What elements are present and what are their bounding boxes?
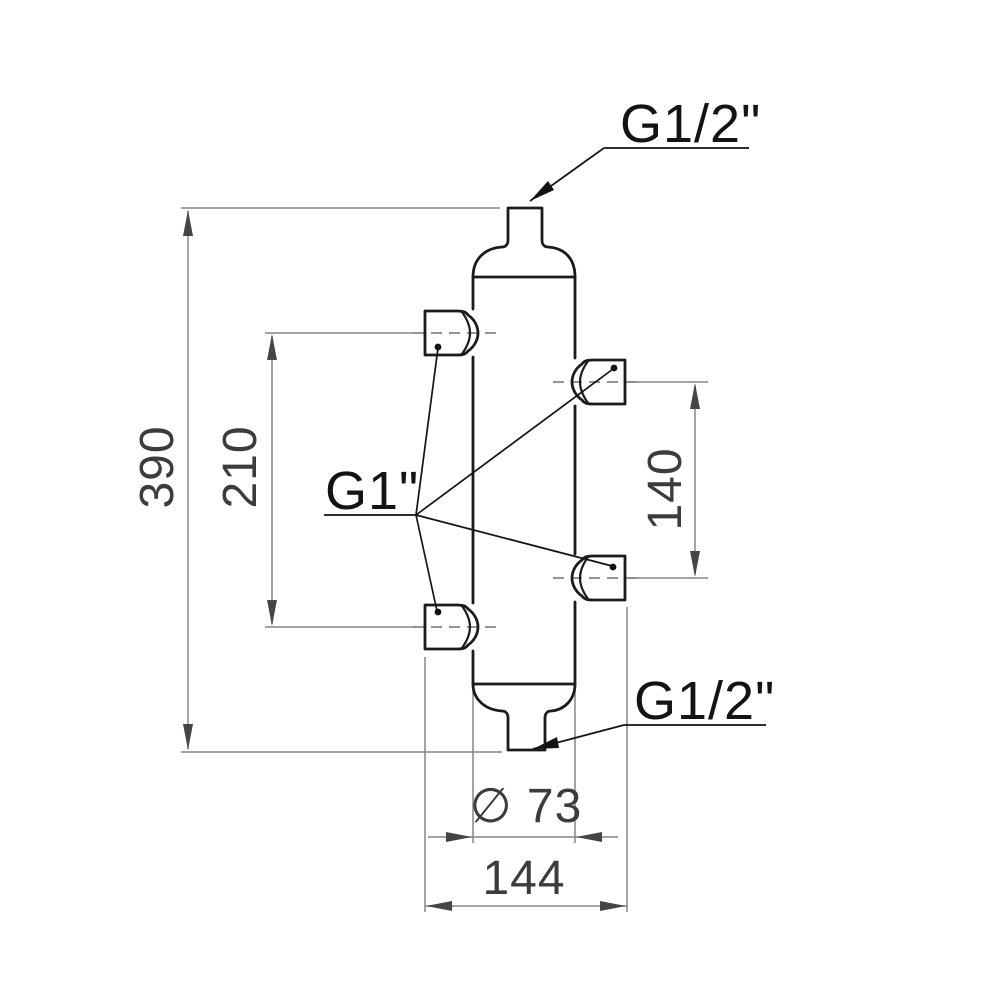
arrow-left-ports-top: [267, 334, 277, 360]
side-connection-leader-upper-left: [415, 347, 439, 516]
left-ports-spacing-value: 210: [214, 425, 267, 508]
vessel: [423, 206, 627, 752]
vessel-top-dome-and-nozzle: [471, 206, 577, 279]
arrow-left-ports-bottom: [267, 600, 277, 626]
arrow-width-right: [600, 901, 626, 911]
side-connection-leader-upper-right: [415, 368, 614, 516]
body-diameter-value: ∅ 73: [470, 780, 583, 833]
arrow-diameter-left: [446, 832, 472, 842]
top-connection-label: G1/2": [620, 94, 761, 154]
leader-dot-upper-left-port: [434, 343, 442, 351]
upper-right-port-weld-seam: [578, 359, 590, 405]
overall-width-value: 144: [482, 852, 565, 905]
lower-left-port: [423, 603, 480, 651]
vessel-bottom-dome-and-nozzle: [471, 682, 577, 752]
arrow-width-left: [426, 901, 452, 911]
arrow-right-ports-top: [690, 383, 700, 409]
right-ports-spacing-value: 140: [639, 447, 692, 530]
arrow-height-bottom: [183, 724, 193, 750]
side-connection-label: G1": [325, 461, 419, 521]
lower-right-port-weld-seam: [578, 555, 590, 601]
top-connection-arrowhead: [530, 181, 554, 201]
leader-dot-upper-right-port: [610, 364, 618, 372]
drawing-text: 390 210 140 ∅ 73 144 G1/2" G1" G1/2": [131, 94, 775, 905]
lower-left-port-weld-seam: [460, 604, 472, 650]
upper-left-port-weld-seam: [460, 310, 472, 356]
arrow-height-top: [183, 210, 193, 236]
lower-right-port: [570, 554, 627, 602]
upper-left-port: [423, 309, 480, 357]
overall-height-value: 390: [131, 425, 184, 508]
leader-dot-lower-left-port: [434, 608, 442, 616]
arrow-right-ports-bottom: [690, 551, 700, 577]
bottom-connection-arrowhead: [533, 737, 559, 749]
side-connection-leader-lower-left: [415, 514, 438, 612]
side-connection-leader-lower-right: [415, 514, 613, 567]
bottom-connection-label: G1/2": [634, 671, 775, 731]
leader-dot-lower-right-port: [609, 563, 617, 571]
callouts: [324, 147, 766, 750]
dimension-lines: [181, 207, 708, 912]
arrow-diameter-right: [576, 832, 602, 842]
upper-right-port: [570, 358, 627, 406]
